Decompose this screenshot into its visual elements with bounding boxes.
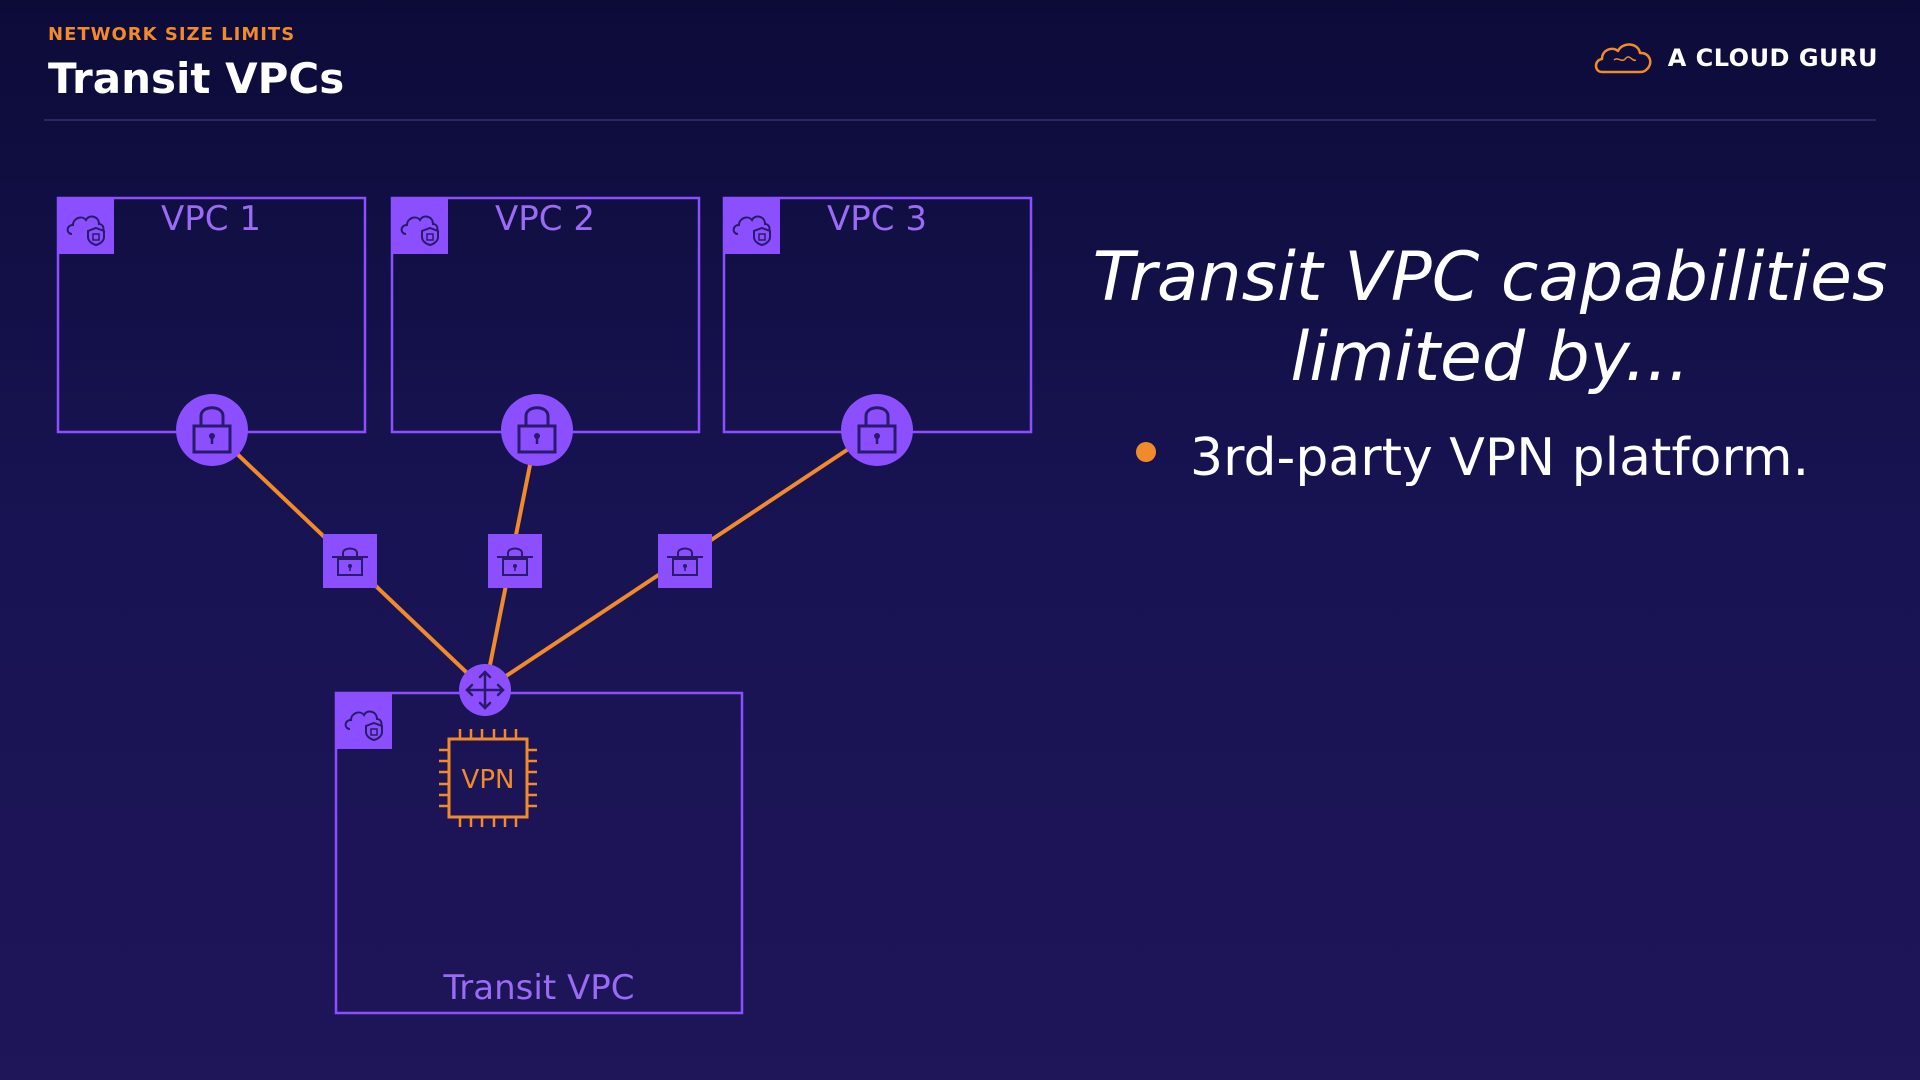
vpn-connection-icon (657, 533, 713, 589)
transit-vpc-label: Transit VPC (443, 968, 635, 1008)
vpc-cloud-shield-icon (57, 197, 115, 255)
bullet-item: 3rd-party VPN platform. (1136, 428, 1809, 488)
bullet-dot-icon (1136, 442, 1156, 462)
vpn-instance-label: VPN (462, 765, 515, 795)
vpc-3-label: VPC 3 (827, 199, 927, 239)
transit-vpc-box: Transit VPC (334, 691, 744, 1015)
router-arrows-icon (459, 664, 511, 716)
vpn-gateway-lock-icon (174, 392, 250, 468)
header-divider (44, 119, 1876, 121)
vpn-gateway-lock-icon (839, 392, 915, 468)
ec2-chip-icon: VPN (439, 729, 537, 827)
brand-name: A CLOUD GURU (1667, 44, 1878, 72)
vpn-connection-icon (322, 533, 378, 589)
headline-line-2: limited by... (1290, 318, 1690, 397)
page-title: Transit VPCs (48, 54, 345, 103)
cloud-logo-icon (1594, 43, 1652, 74)
headline: Transit VPC capabilities limited by... (1060, 238, 1920, 398)
vpc-cloud-shield-icon (335, 692, 393, 750)
vpc-2-label: VPC 2 (495, 199, 595, 239)
headline-line-1: Transit VPC capabilities (1092, 238, 1888, 317)
vpc-1-label: VPC 1 (161, 199, 261, 239)
vpc-cloud-shield-icon (391, 197, 449, 255)
bullet-text: 3rd-party VPN platform. (1190, 428, 1810, 488)
vpn-gateway-lock-icon (499, 392, 575, 468)
brand-logo: A CLOUD GURU (1592, 38, 1878, 78)
vpn-connection-icon (487, 533, 543, 589)
eyebrow-label: NETWORK SIZE LIMITS (48, 24, 296, 45)
transit-vpc-diagram: VPC 1 VPC 2 VPC 3 Transit VPC (56, 196, 1033, 1015)
vpc-cloud-shield-icon (723, 197, 781, 255)
vpc-1-box: VPC 1 (56, 196, 367, 434)
connection-lines (210, 428, 879, 692)
